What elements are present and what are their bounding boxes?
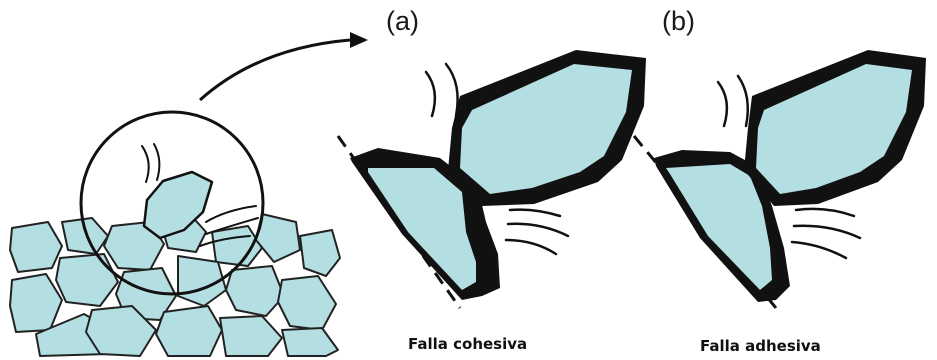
aggregate-stone	[156, 306, 222, 356]
panel-a-cohesive	[338, 50, 646, 308]
panel-b-adhesive	[634, 50, 926, 308]
caption-adhesive-failure: Falla adhesiva	[700, 337, 821, 355]
caption-cohesive-failure: Falla cohesiva	[408, 335, 527, 353]
panel-label-b: (b)	[662, 6, 695, 37]
zoom-arrow	[200, 32, 368, 100]
panel-label-a: (a)	[386, 6, 419, 37]
